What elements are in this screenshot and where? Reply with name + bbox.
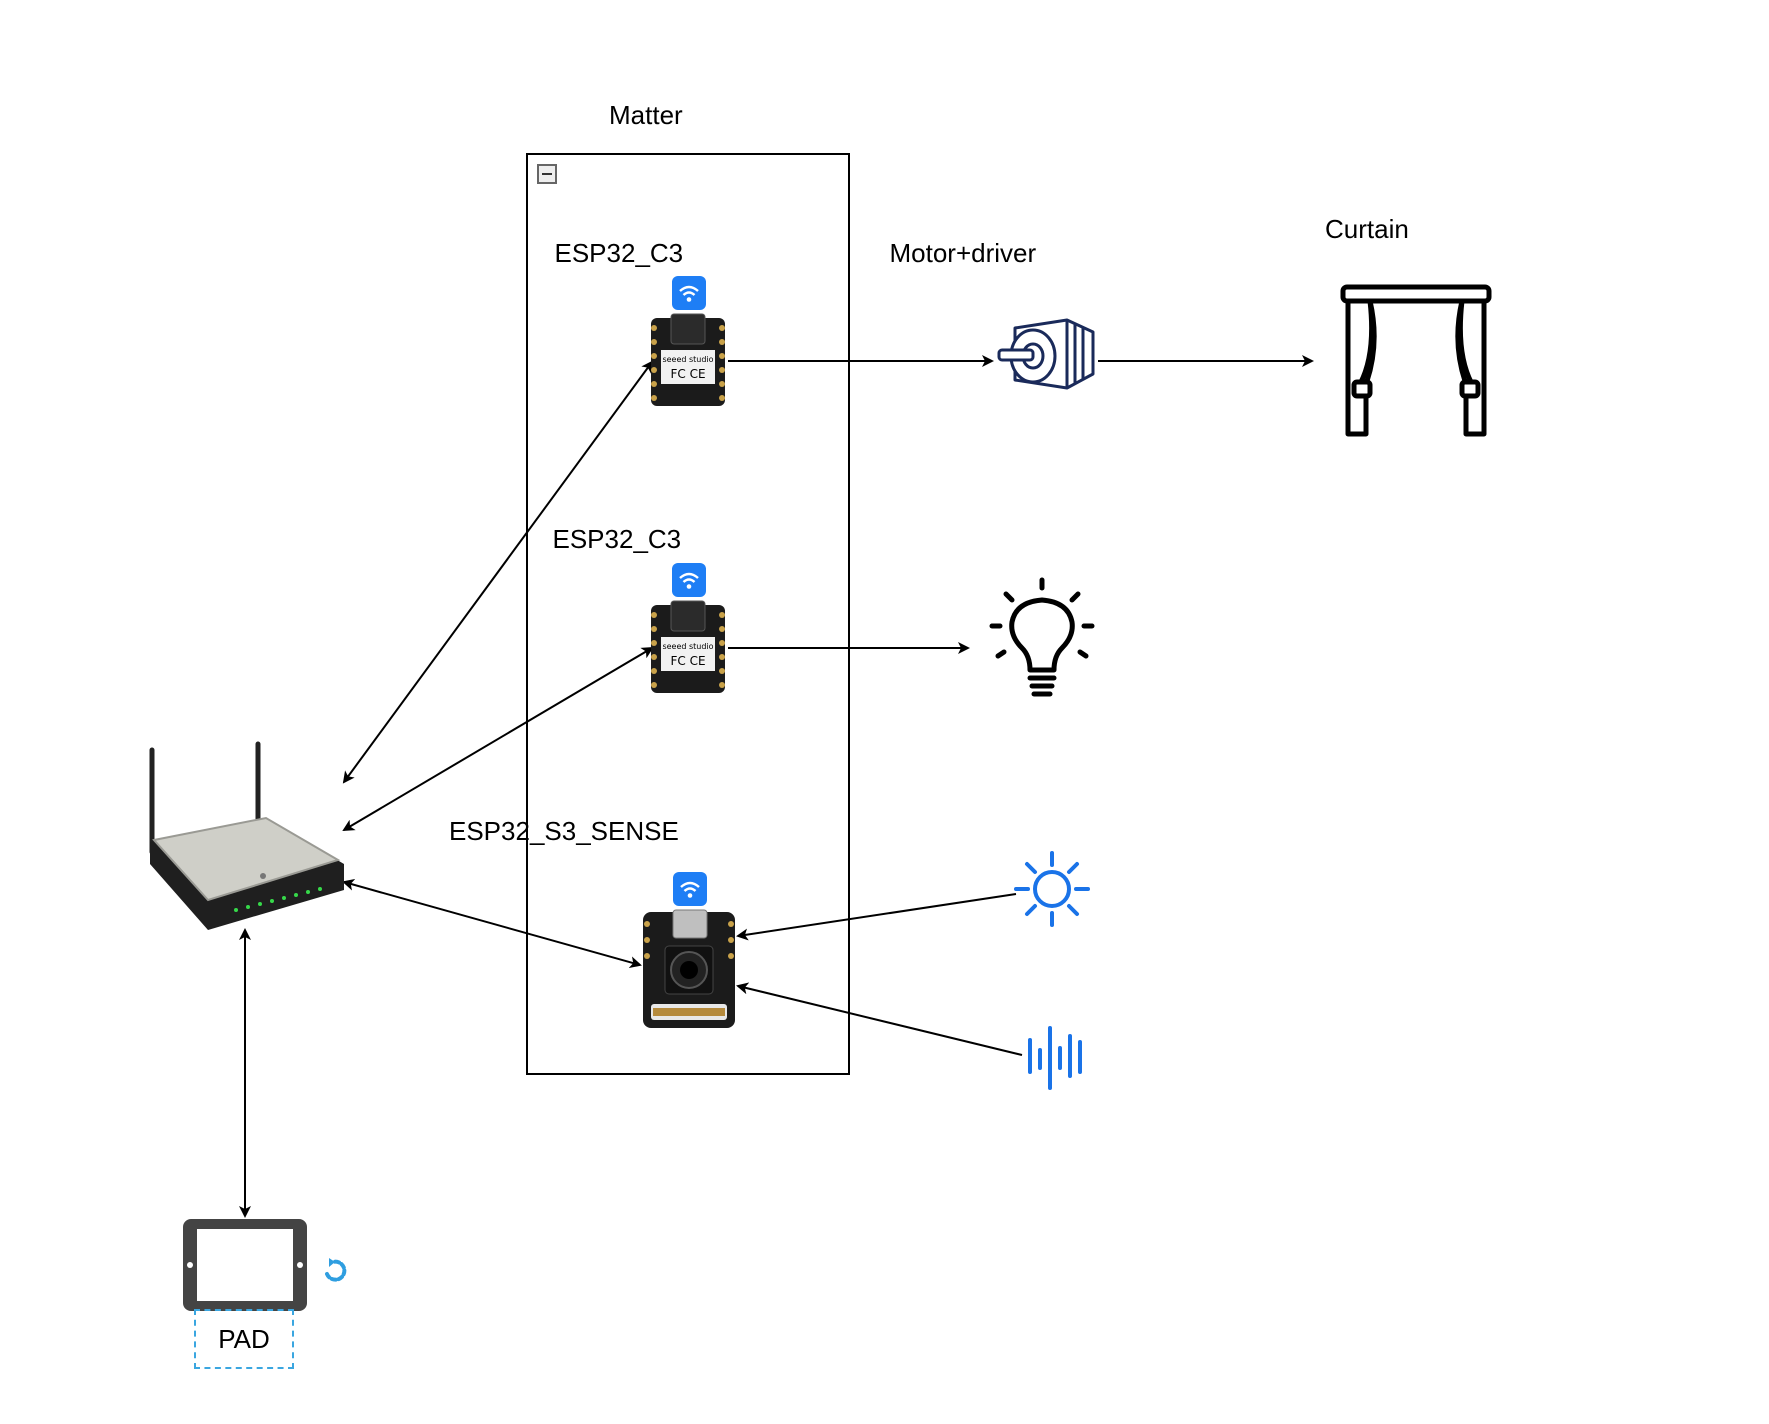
wifi-router-icon[interactable] [149,741,344,930]
svg-text:FC CE: FC CE [670,654,705,668]
svg-text:seeed studio: seeed studio [662,355,713,364]
seeed-xiao-sense-board-icon[interactable] [643,909,735,1028]
edge-sound-board3[interactable] [736,982,1023,1056]
pad-label[interactable]: PAD [194,1309,294,1369]
sun-icon[interactable] [1014,851,1090,927]
edge-router-board2[interactable] [342,646,654,832]
wifi-badge-icon [672,276,706,310]
board-label-1: ESP32_C3 [554,238,684,268]
seeed-xiao-board-icon[interactable]: seeed studio FC CE [651,313,725,406]
edge-light-board3[interactable] [736,893,1017,941]
collapse-button[interactable] [537,164,557,184]
tablet-icon[interactable] [183,1219,307,1311]
edge-router-board3[interactable] [342,878,642,969]
stepper-motor-icon[interactable] [997,318,1095,390]
light-bulb-icon[interactable] [989,577,1095,697]
group-title: Matter [609,100,683,130]
pad-label-text: PAD [218,1323,270,1354]
edge-router-board1[interactable] [342,360,654,784]
curtain-icon[interactable] [1340,284,1492,437]
svg-text:FC CE: FC CE [670,367,705,381]
motor-label: Motor+driver [889,238,1037,268]
wifi-badge-icon [673,872,707,906]
refresh-icon[interactable] [325,1258,347,1282]
curtain-label: Curtain [1325,214,1409,244]
svg-text:seeed studio: seeed studio [662,642,713,651]
seeed-xiao-board-icon[interactable]: seeed studio FC CE [651,600,725,693]
wifi-badge-icon [672,563,706,597]
sound-wave-icon[interactable] [1028,1026,1082,1090]
connectors [239,355,1314,1218]
